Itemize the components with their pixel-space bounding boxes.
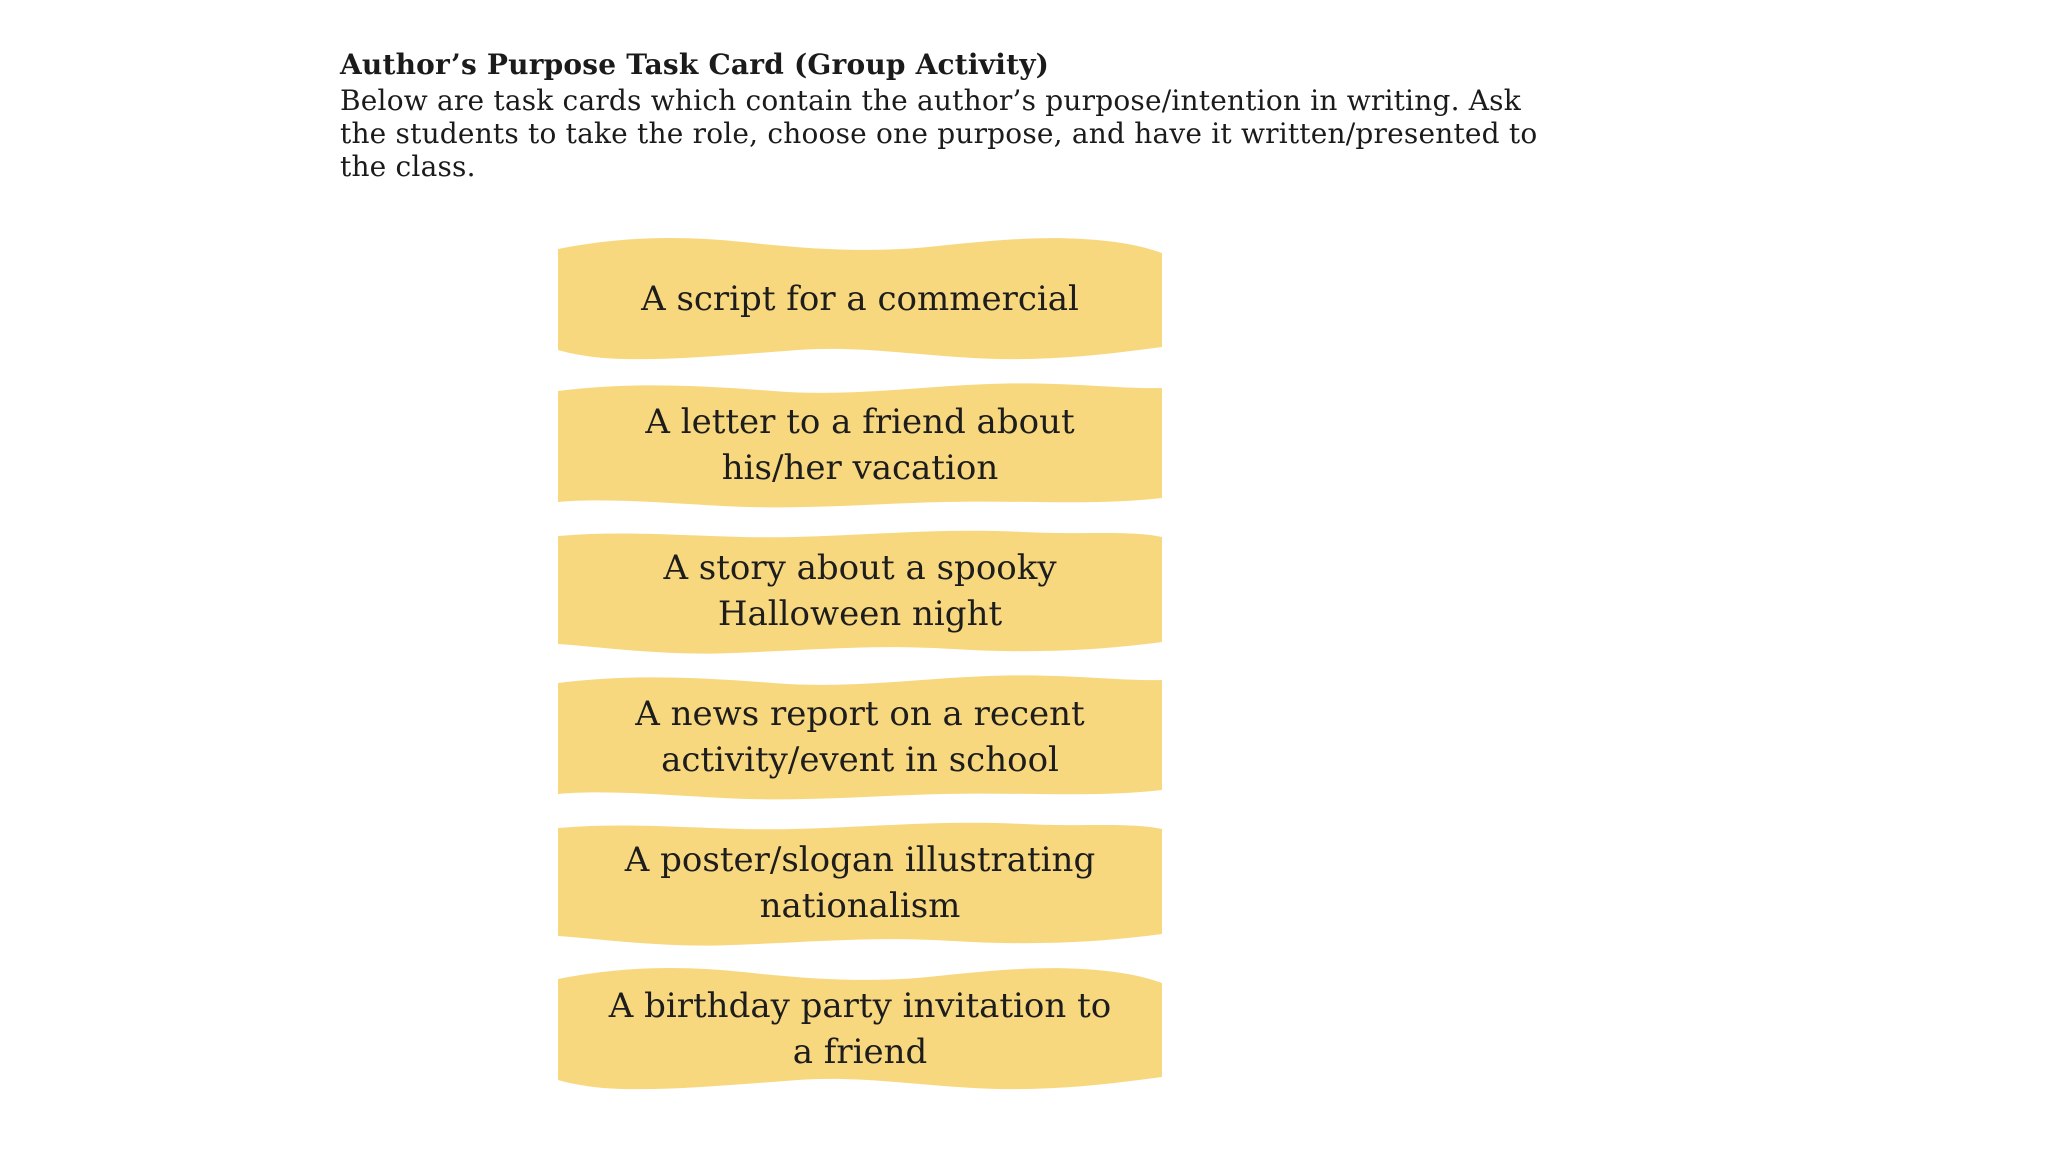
task-card-text: A story about a spooky Halloween night bbox=[663, 548, 1057, 634]
task-card-3: A story about a spooky Halloween night bbox=[558, 525, 1162, 657]
task-card-text: A letter to a friend about his/her vacat… bbox=[645, 402, 1075, 488]
task-card-text: A poster/slogan illustrating nationalism bbox=[624, 840, 1096, 926]
page-title: Author’s Purpose Task Card (Group Activi… bbox=[340, 48, 1050, 81]
wavy-card-shape bbox=[558, 967, 1162, 1090]
instructions-line-2: the students to take the role, choose on… bbox=[340, 117, 1538, 150]
task-card-text: A birthday party invitation to a friend bbox=[608, 986, 1112, 1072]
task-card-6: A birthday party invitation to a friend bbox=[558, 963, 1162, 1095]
task-card-5: A poster/slogan illustrating nationalism bbox=[558, 817, 1162, 949]
task-card-text: A script for a commercial bbox=[641, 279, 1079, 319]
task-card-1: A script for a commercial bbox=[558, 233, 1162, 365]
wavy-card-shape bbox=[558, 530, 1162, 654]
task-card-text: A news report on a recent activity/event… bbox=[635, 694, 1085, 780]
instructions-line-1: Below are task cards which contain the a… bbox=[340, 84, 1521, 117]
wavy-card-shape bbox=[558, 237, 1162, 360]
instructions-line-3: the class. bbox=[340, 150, 476, 183]
task-card-2: A letter to a friend about his/her vacat… bbox=[558, 379, 1162, 511]
wavy-card-shape bbox=[558, 383, 1162, 508]
task-card-4: A news report on a recent activity/event… bbox=[558, 671, 1162, 803]
wavy-card-shape bbox=[558, 822, 1162, 946]
task-card-stack: A script for a commercial A letter to a … bbox=[558, 233, 1162, 1109]
wavy-card-shape bbox=[558, 675, 1162, 800]
document-header: Author’s Purpose Task Card (Group Activi… bbox=[340, 48, 1600, 183]
